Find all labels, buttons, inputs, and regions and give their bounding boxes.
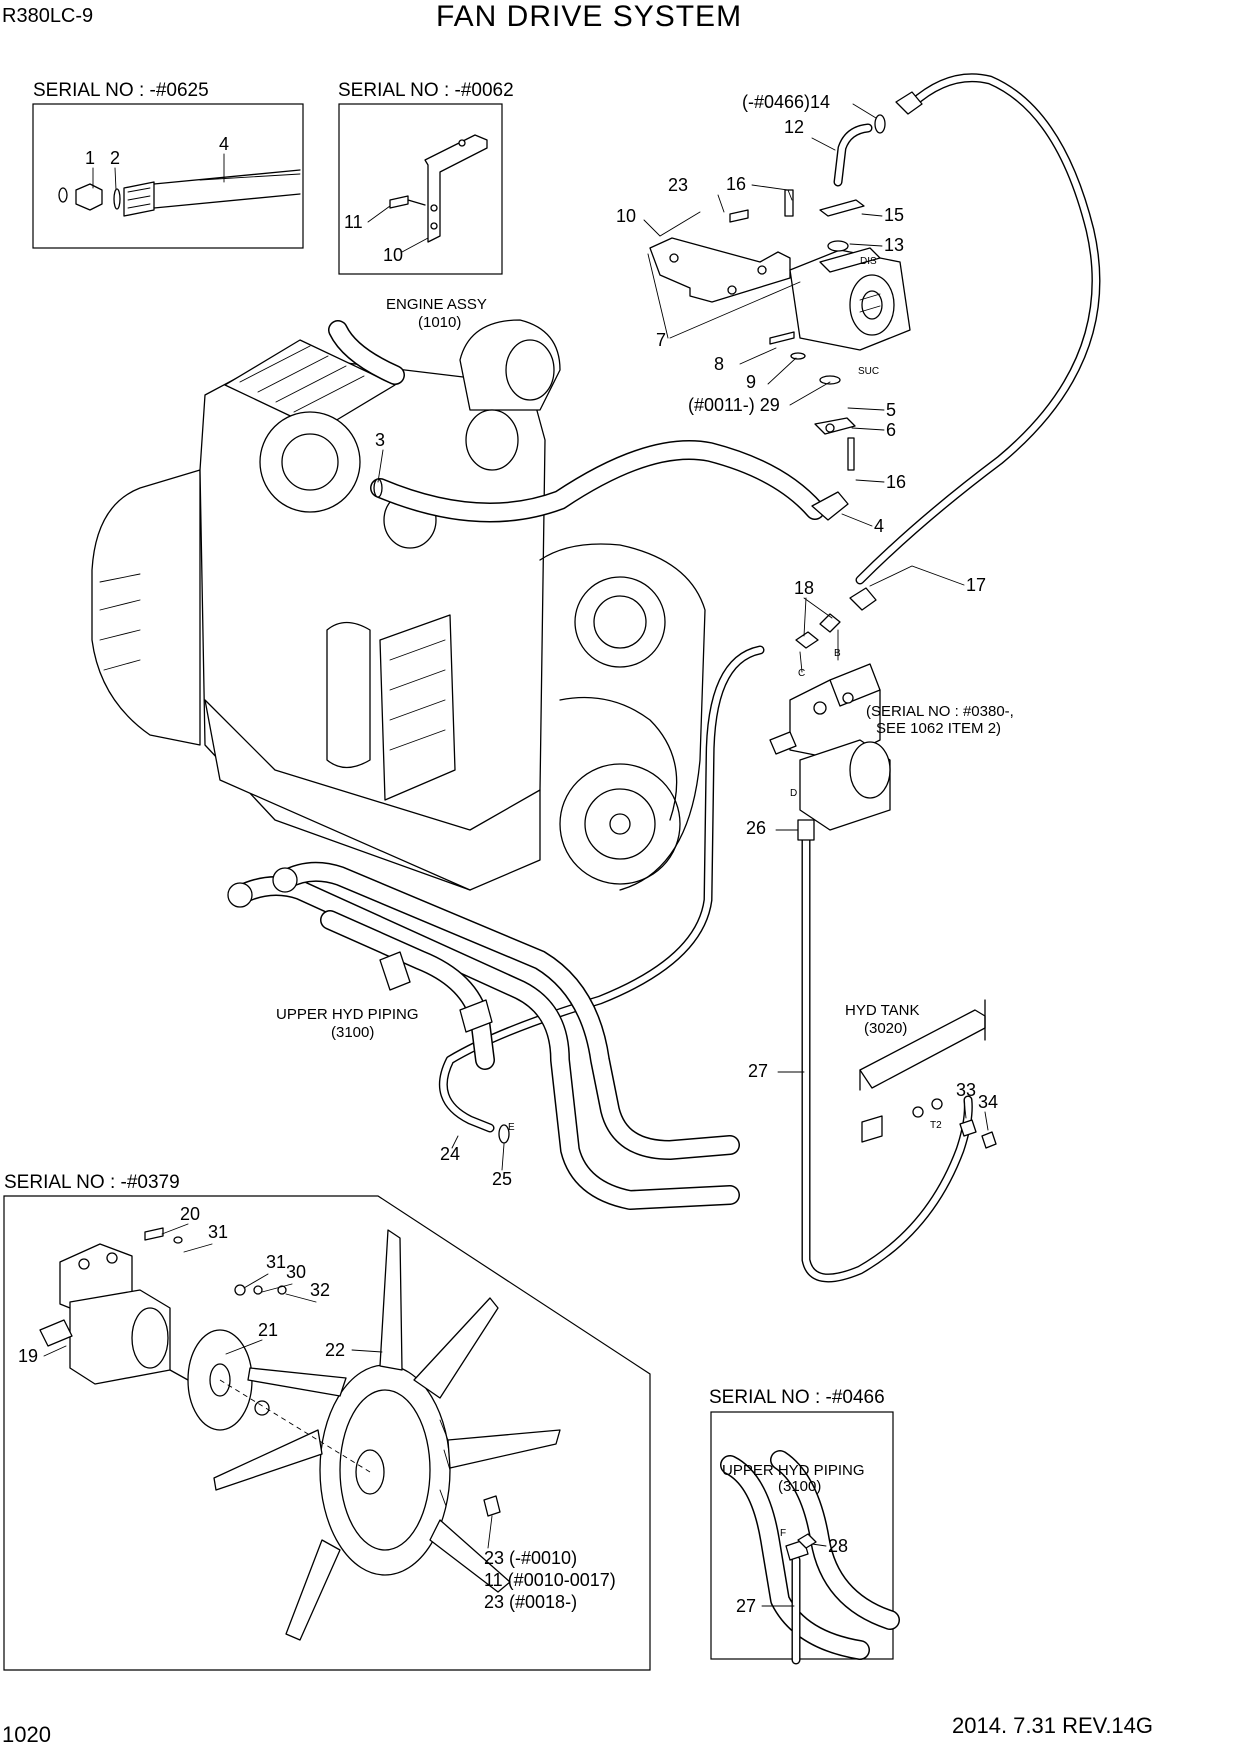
- port-label-dis: DIS: [860, 256, 877, 267]
- fan-blade-drawing: [213, 1229, 561, 1641]
- callout-16-bottom: 16: [886, 472, 906, 492]
- port-label-f: F: [780, 1528, 786, 1539]
- callout-8: 8: [714, 354, 724, 374]
- page-title: FAN DRIVE SYSTEM: [436, 0, 742, 33]
- callout-11-fan: 11 (#0010-0017): [484, 1570, 616, 1590]
- fan-pump-assembly-drawing: DIS SUC: [649, 114, 911, 471]
- callout-23-top: 23: [668, 175, 688, 195]
- serial-note-0380-line1: (SERIAL NO : #0380-,: [866, 703, 1014, 720]
- callout-4-box0625: 4: [219, 134, 229, 154]
- fan-motor-drawing: [39, 1227, 183, 1385]
- fan-hub-drawing: [169, 1284, 287, 1431]
- mounting-bracket-drawing: [389, 134, 488, 243]
- upper-hyd-piping-label: UPPER HYD PIPING: [276, 1006, 419, 1023]
- port-label-e: E: [508, 1122, 515, 1133]
- callout-13: 13: [884, 235, 904, 255]
- serial-label-0379: SERIAL NO : -#0379: [4, 1172, 180, 1193]
- port-label-t2: T2: [930, 1120, 942, 1131]
- hyd-tank-drawing: T2 HYD TANK (3020): [845, 999, 997, 1149]
- callout-23-fan-1: 23 (-#0010): [484, 1548, 577, 1568]
- callout-21: 21: [258, 1320, 278, 1340]
- callout-12: 12: [784, 117, 804, 137]
- hose-fitting-assembly-drawing: [58, 169, 301, 217]
- inset-piping-drawing: F: [720, 1450, 900, 1665]
- main-callouts: (-#0466)14 12 23 16 15 10 13 7 8 9 (#001…: [375, 92, 998, 1189]
- callout-31-b: 31: [266, 1252, 286, 1272]
- callout-25: 25: [492, 1169, 512, 1189]
- callout-29: (#0011-) 29: [688, 395, 780, 415]
- callout-20: 20: [180, 1204, 200, 1224]
- callout-14: (-#0466)14: [742, 92, 830, 112]
- callout-33: 33: [956, 1080, 976, 1100]
- callout-18: 18: [794, 578, 814, 598]
- serial-box-0625: SERIAL NO : -#0625 1 2 4: [32, 80, 304, 249]
- callout-32: 32: [310, 1280, 330, 1300]
- port-label-c: C: [798, 668, 805, 679]
- inset-upper-hyd-piping-label: UPPER HYD PIPING: [722, 1462, 865, 1479]
- serial-label-0625: SERIAL NO : -#0625: [33, 80, 209, 101]
- callout-31-a: 31: [208, 1222, 228, 1242]
- hyd-tank-ref: (3020): [864, 1020, 907, 1037]
- serial-note-0380-line2: SEE 1062 ITEM 2): [876, 720, 1001, 737]
- serial-box-0466: SERIAL NO : -#0466 F UPPER HYD PIPING (3…: [709, 1387, 900, 1665]
- callout-10-main: 10: [616, 206, 636, 226]
- callout-7: 7: [656, 330, 666, 350]
- callout-17: 17: [966, 575, 986, 595]
- port-label-d: D: [790, 788, 797, 799]
- callout-27-main: 27: [748, 1061, 768, 1081]
- port-label-b: B: [834, 648, 841, 659]
- callout-15: 15: [884, 205, 904, 225]
- callout-2-box0625: 2: [110, 148, 120, 168]
- callout-27-inset: 27: [736, 1596, 756, 1616]
- model-number: R380LC-9: [2, 5, 93, 27]
- callout-11-box0062: 11: [344, 212, 363, 232]
- inset-upper-hyd-piping-ref: (3100): [778, 1478, 821, 1495]
- engine-assembly-drawing: ENGINE ASSY (1010): [91, 296, 706, 891]
- callout-26: 26: [746, 818, 766, 838]
- callout-1-box0625: 1: [85, 148, 95, 168]
- serial-label-0466: SERIAL NO : -#0466: [709, 1387, 885, 1408]
- fan-motor-valve-drawing: B C D (SERIAL NO : #0380-, SEE 1062 ITEM…: [769, 613, 1014, 831]
- callout-4-main: 4: [874, 516, 884, 536]
- upper-hyd-piping-drawing: UPPER HYD PIPING (3100): [227, 861, 740, 1210]
- callout-24: 24: [440, 1144, 460, 1164]
- upper-hyd-piping-ref: (3100): [331, 1024, 374, 1041]
- callout-16-top: 16: [726, 174, 746, 194]
- hyd-tank-label: HYD TANK: [845, 1002, 919, 1019]
- callout-5: 5: [886, 400, 896, 420]
- callout-22: 22: [325, 1340, 345, 1360]
- callout-28: 28: [828, 1536, 848, 1556]
- serial-label-0062: SERIAL NO : -#0062: [338, 80, 514, 101]
- callout-6: 6: [886, 420, 896, 440]
- engine-assy-ref: (1010): [418, 314, 461, 331]
- callout-3: 3: [375, 430, 385, 450]
- revision-date: 2014. 7.31 REV.14G: [952, 1713, 1153, 1738]
- callout-30: 30: [286, 1262, 306, 1282]
- serial-box-0379: SERIAL NO : -#0379: [3, 1172, 651, 1671]
- engine-assy-label: ENGINE ASSY: [386, 296, 487, 313]
- callout-23-fan-2: 23 (#0018-): [484, 1592, 577, 1612]
- callout-19: 19: [18, 1346, 38, 1366]
- callout-10-box0062: 10: [383, 245, 403, 265]
- page-number: 1020: [2, 1722, 51, 1747]
- callout-34: 34: [978, 1092, 998, 1112]
- port-label-suc: SUC: [858, 366, 879, 377]
- serial-box-0062: SERIAL NO : -#0062 11 10: [338, 80, 514, 275]
- callout-9: 9: [746, 372, 756, 392]
